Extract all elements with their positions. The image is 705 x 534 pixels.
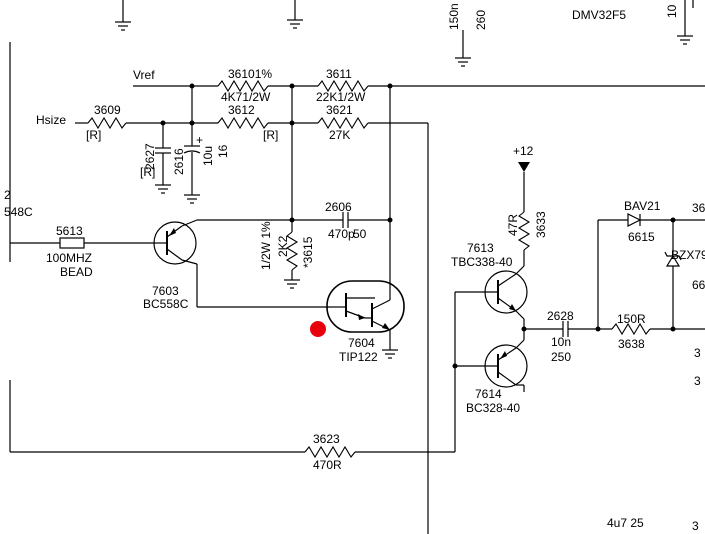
r3615-value: 2K2: [276, 235, 290, 257]
c2616-plus: +: [196, 133, 203, 147]
vref-label: Vref: [133, 68, 155, 82]
t7614-part: BC328-40: [466, 401, 520, 415]
capacitor-2616: + 2616 10u 16: [172, 86, 230, 204]
output-net: 2628 10n 250 150R 3638: [521, 220, 705, 364]
bottom-right-label: 3: [692, 519, 699, 533]
diode-6615: BAV21 6615: [598, 199, 705, 244]
c2628-ref: 2628: [547, 309, 574, 323]
r3638-value: 150R: [617, 312, 646, 326]
transistor-7613: 7613 TBC338-40: [451, 241, 528, 320]
c2627-ref: 2627: [143, 143, 157, 170]
t7603-ref: 7603: [152, 284, 179, 298]
left-edge-ref: 2: [4, 188, 11, 202]
r3623-value: 470R: [313, 458, 342, 472]
r3612-ref: 3612: [228, 103, 255, 117]
inductor-5613: 5613 100MHZ BEAD: [10, 224, 155, 279]
hsize-line: Hsize 3609 [R] 3612 [R] 3621 27K: [36, 103, 429, 534]
transistor-7604: 7604 TIP122: [326, 280, 405, 364]
r3611-value: 22K1/2W: [316, 90, 366, 104]
red-marker: [310, 321, 326, 337]
r3610-value: 4K71/2W: [221, 90, 271, 104]
left-edge-part: 548C: [4, 205, 33, 219]
r3615-ref: *3615: [301, 236, 315, 268]
bottom-4u7-label: 4u7 25: [607, 516, 644, 530]
top-dmv-label: DMV32F5: [572, 8, 626, 22]
right-66-label: 66: [692, 278, 705, 292]
c2606-ref: 2606: [325, 200, 352, 214]
resistor-3615: 1/2W 1% 2K2 *3615: [259, 220, 315, 289]
r3621-value: 27K: [329, 128, 350, 142]
r3612-value: [R]: [263, 128, 278, 142]
r3621-ref: 3621: [326, 103, 353, 117]
c2616-voltage: 16: [216, 144, 230, 158]
c2606-value: 470p: [328, 227, 355, 241]
top-area: 150n 260 DMV32F5 10: [115, 0, 694, 67]
zener-diode: BZX79: [664, 220, 705, 329]
r3623-ref: 3623: [313, 432, 340, 446]
r3610-ref: 36101%: [228, 67, 272, 81]
r3609-ref: 3609: [94, 103, 121, 117]
d6615-part: BAV21: [624, 199, 661, 213]
l5613-value: 100MHZ: [46, 251, 92, 265]
vref-rail: Vref 36101% 4K71/2W 3611 22K1/2W: [133, 67, 705, 104]
zener-part: BZX79: [671, 248, 705, 262]
c2616-value: 10u: [201, 146, 215, 166]
d6615-ref: 6615: [628, 230, 655, 244]
r3633-ref: 3633: [534, 211, 548, 238]
plus12-label: +12: [513, 144, 534, 158]
t7604-ref: 7604: [348, 336, 375, 350]
top-150n-label: 150n: [447, 3, 461, 30]
t7614-ref: 7614: [475, 387, 502, 401]
r3611-ref: 3611: [326, 67, 352, 81]
hsize-label: Hsize: [36, 113, 66, 127]
right-36-label: 36: [692, 201, 705, 215]
right-3-label: 3: [694, 346, 701, 360]
r3609-value: [R]: [86, 128, 101, 142]
c2606-voltage: 50: [353, 227, 367, 241]
junction-net: 2606 470p 50: [197, 86, 393, 300]
right-3b-label: 3: [694, 374, 701, 388]
transistor-7614: 7614 BC328-40: [455, 339, 528, 415]
c2628-voltage: 250: [551, 350, 571, 364]
c2627-value: [R]: [140, 165, 155, 179]
l5613-ref: 5613: [56, 224, 83, 238]
t7613-part: TBC338-40: [451, 255, 513, 269]
capacitor-2627: 2627 [R]: [140, 123, 171, 194]
resistor-3623: 3623 470R: [9, 380, 455, 472]
top-10-label: 10: [665, 4, 679, 18]
t7603-part: BC558C: [143, 297, 189, 311]
c2628-value: 10n: [551, 335, 571, 349]
t7613-ref: 7613: [467, 241, 494, 255]
top-260-label: 260: [474, 10, 488, 30]
c2616-ref: 2616: [172, 148, 186, 175]
t7604-part: TIP122: [339, 350, 378, 364]
transistor-7603: 7603 BC558C: [143, 219, 330, 311]
r3633-value: 47R: [506, 214, 520, 236]
r3638-ref: 3638: [618, 337, 645, 351]
r3615-rating: 1/2W 1%: [259, 221, 273, 270]
l5613-type: BEAD: [60, 265, 93, 279]
supply-12v: +12 47R 3633: [506, 144, 548, 266]
